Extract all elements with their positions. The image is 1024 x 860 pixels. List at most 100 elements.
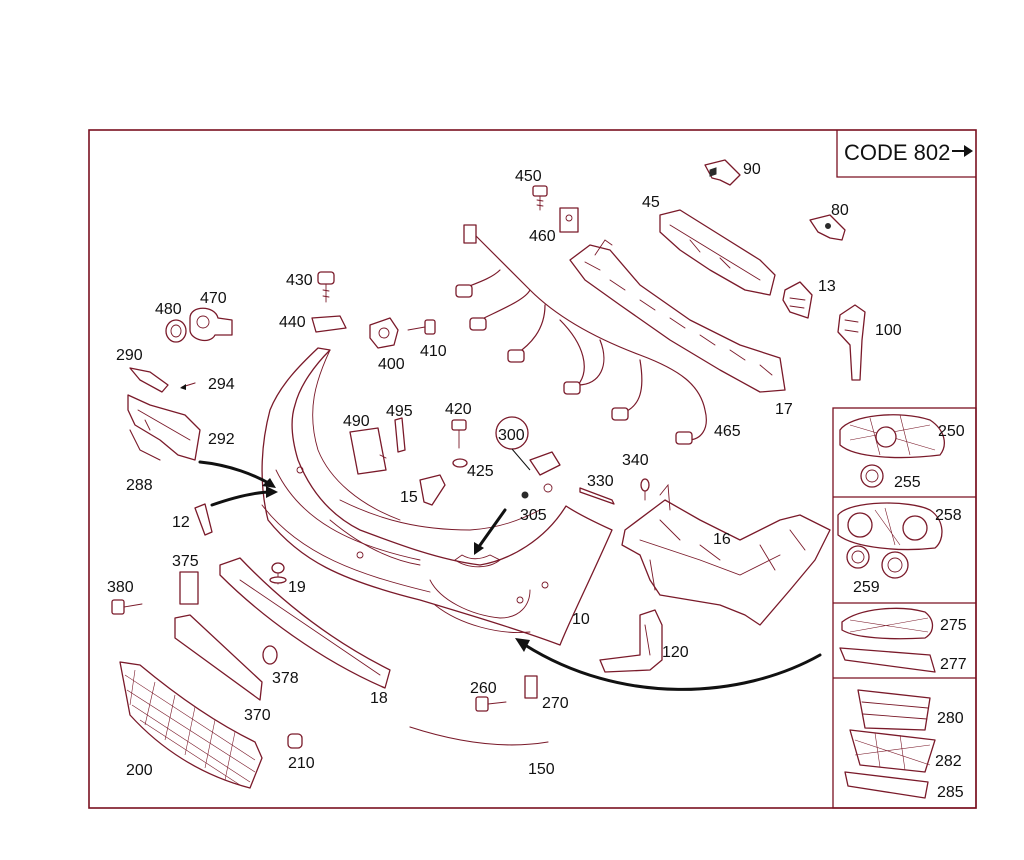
pin-340[interactable] bbox=[640, 478, 650, 501]
module-490[interactable] bbox=[349, 427, 387, 475]
clip-440[interactable] bbox=[311, 315, 347, 333]
bolt-420[interactable] bbox=[451, 419, 467, 449]
grille-275[interactable] bbox=[841, 607, 934, 640]
sensor-470[interactable] bbox=[189, 307, 233, 342]
bracket-495[interactable] bbox=[394, 417, 406, 453]
sensor-holder-400[interactable] bbox=[369, 317, 399, 349]
clip-210[interactable] bbox=[287, 733, 303, 749]
clip-460[interactable] bbox=[559, 207, 579, 233]
arrow-300-to-bumper bbox=[476, 508, 507, 550]
grille-280[interactable] bbox=[857, 689, 931, 731]
wiring-harness-465[interactable] bbox=[455, 224, 707, 445]
label-460: 460 bbox=[529, 228, 556, 245]
label-330: 330 bbox=[587, 473, 614, 490]
clip-270[interactable] bbox=[524, 675, 538, 699]
label-480: 480 bbox=[155, 301, 182, 318]
bolt-410[interactable] bbox=[407, 319, 436, 335]
license-plate-370[interactable] bbox=[174, 614, 263, 701]
trim-277[interactable] bbox=[839, 647, 936, 673]
clip-19[interactable] bbox=[269, 562, 287, 585]
label-13: 13 bbox=[818, 278, 836, 295]
label-490: 490 bbox=[343, 413, 370, 430]
clip-305[interactable] bbox=[521, 483, 553, 499]
label-430: 430 bbox=[286, 272, 313, 289]
grille-282[interactable] bbox=[849, 729, 936, 773]
label-210: 210 bbox=[288, 755, 315, 772]
label-440: 440 bbox=[279, 314, 306, 331]
label-260: 260 bbox=[470, 680, 497, 697]
label-280: 280 bbox=[937, 710, 964, 727]
label-16: 16 bbox=[713, 531, 731, 548]
label-255: 255 bbox=[894, 474, 921, 491]
arrow-12-to-bumper bbox=[210, 490, 274, 507]
part-labels: 10 12 13 15 16 17 18 19 45 80 90 100 120… bbox=[107, 161, 967, 801]
label-270: 270 bbox=[542, 695, 569, 712]
washer-cover-300[interactable] bbox=[495, 416, 561, 476]
ring-480[interactable] bbox=[165, 319, 187, 343]
bolt-450[interactable] bbox=[532, 185, 548, 211]
label-470: 470 bbox=[200, 290, 227, 307]
grille-200[interactable] bbox=[119, 661, 263, 789]
washer-425[interactable] bbox=[452, 458, 468, 468]
bolt-380[interactable] bbox=[111, 599, 143, 615]
trim-strip-18[interactable] bbox=[219, 557, 391, 689]
label-12: 12 bbox=[172, 514, 190, 531]
bumper-cover[interactable] bbox=[261, 347, 613, 646]
label-45: 45 bbox=[642, 194, 660, 211]
bracket-292[interactable] bbox=[127, 394, 201, 461]
bracket-13[interactable] bbox=[782, 281, 813, 319]
bracket-120[interactable] bbox=[599, 609, 663, 673]
side-bracket-16[interactable] bbox=[621, 483, 831, 626]
label-15: 15 bbox=[400, 489, 418, 506]
label-292: 292 bbox=[208, 431, 235, 448]
label-100: 100 bbox=[875, 322, 902, 339]
clip-80[interactable] bbox=[809, 214, 846, 241]
label-375: 375 bbox=[172, 553, 199, 570]
label-18: 18 bbox=[370, 690, 388, 707]
label-277: 277 bbox=[940, 656, 967, 673]
clip-90[interactable] bbox=[704, 159, 741, 186]
grille-250[interactable] bbox=[839, 414, 945, 459]
support-bracket-17[interactable] bbox=[569, 239, 786, 393]
bracket-15[interactable] bbox=[419, 474, 446, 506]
ring-259[interactable] bbox=[846, 545, 909, 579]
label-495: 495 bbox=[386, 403, 413, 420]
arrow-right-icon bbox=[964, 145, 973, 157]
label-19: 19 bbox=[288, 579, 306, 596]
bracket-375[interactable] bbox=[179, 571, 199, 605]
trim-285[interactable] bbox=[844, 771, 929, 799]
label-200: 200 bbox=[126, 762, 153, 779]
strip-288[interactable] bbox=[129, 429, 161, 461]
label-290: 290 bbox=[116, 347, 143, 364]
upper-bracket-45[interactable] bbox=[659, 209, 776, 296]
label-378: 378 bbox=[272, 670, 299, 687]
bracket-12[interactable] bbox=[194, 503, 213, 536]
bracket-100[interactable] bbox=[837, 304, 866, 381]
label-250: 250 bbox=[938, 423, 965, 440]
strip-330[interactable] bbox=[579, 487, 615, 505]
label-120: 120 bbox=[662, 644, 689, 661]
label-465: 465 bbox=[714, 423, 741, 440]
code-802-box[interactable]: CODE 802 bbox=[836, 130, 976, 178]
arrow-292-to-bumper bbox=[198, 460, 274, 487]
label-285: 285 bbox=[937, 784, 964, 801]
strip-150[interactable] bbox=[409, 726, 549, 746]
bracket-290[interactable] bbox=[129, 367, 169, 393]
label-410: 410 bbox=[420, 343, 447, 360]
bolt-430[interactable] bbox=[317, 271, 335, 303]
label-300: 300 bbox=[498, 427, 525, 444]
label-370: 370 bbox=[244, 707, 271, 724]
clip-378[interactable] bbox=[262, 645, 278, 665]
label-380: 380 bbox=[107, 579, 134, 596]
bolt-260[interactable] bbox=[475, 696, 507, 712]
ring-255[interactable] bbox=[860, 464, 884, 488]
grille-258[interactable] bbox=[837, 502, 943, 551]
arrow-inset-to-bumper bbox=[523, 643, 822, 691]
label-420: 420 bbox=[445, 401, 472, 418]
code-label: CODE 802 bbox=[844, 140, 950, 165]
label-340: 340 bbox=[622, 452, 649, 469]
label-17: 17 bbox=[775, 401, 793, 418]
label-282: 282 bbox=[935, 753, 962, 770]
clip-294[interactable] bbox=[180, 382, 196, 390]
